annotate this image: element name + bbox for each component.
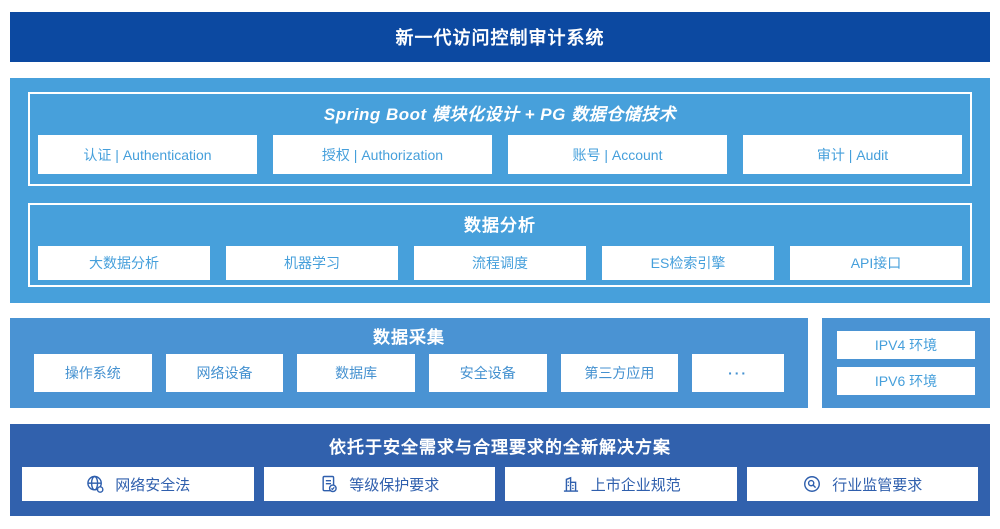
module-box-workflow-scheduling: 流程调度	[414, 246, 586, 280]
solution-box-industry-regulation: 行业监管要求	[746, 467, 978, 501]
module-box-security-device: 安全设备	[428, 354, 547, 392]
module-box-operating-system: 操作系统	[34, 354, 152, 392]
solution-box-classified-protection: 等级保护要求	[263, 467, 495, 501]
module-box-machine-learning: 机器学习	[226, 246, 398, 280]
solution-title: 依托于安全需求与合理要求的全新解决方案	[329, 438, 671, 457]
document-check-icon	[319, 474, 339, 494]
module-box-authentication: 认证 | Authentication	[38, 135, 257, 174]
system-title: 新一代访问控制审计系统	[395, 28, 605, 48]
data-analysis-section-title: 数据分析	[464, 216, 536, 235]
solution-label: 网络安全法	[115, 476, 191, 494]
spring-boot-module-row: 认证 | Authentication 授权 | Authorization 账…	[38, 135, 962, 174]
data-collection-panel: 数据采集 操作系统 网络设备 数据库 安全设备 第三方应用 ···	[10, 318, 808, 408]
solution-box-cybersecurity-law: 网络安全法	[22, 467, 254, 501]
module-box-account: 账号 | Account	[508, 135, 727, 174]
solution-label: 行业监管要求	[832, 476, 923, 494]
spring-boot-section-title: Spring Boot 模块化设计 + PG 数据仓储技术	[323, 105, 677, 124]
system-title-banner: 新一代访问控制审计系统	[10, 12, 990, 62]
module-box-big-data-analysis: 大数据分析	[38, 246, 210, 280]
ip-environment-panel: IPV4 环境 IPV6 环境	[822, 318, 990, 408]
data-collection-title: 数据采集	[373, 328, 445, 347]
spring-boot-section: Spring Boot 模块化设计 + PG 数据仓储技术 认证 | Authe…	[28, 92, 972, 186]
module-box-audit: 审计 | Audit	[743, 135, 962, 174]
module-box-authorization: 授权 | Authorization	[273, 135, 492, 174]
data-analysis-section: 数据分析 大数据分析 机器学习 流程调度 ES检索引擎 API接口	[28, 203, 972, 287]
module-box-api-interface: API接口	[790, 246, 962, 280]
module-box-es-search-engine: ES检索引擎	[602, 246, 774, 280]
module-box-database: 数据库	[297, 354, 415, 392]
solution-box-listed-company: 上市企业规范	[505, 467, 737, 501]
seal-search-icon	[802, 474, 822, 494]
module-box-third-party-app: 第三方应用	[560, 354, 679, 392]
solution-label: 上市企业规范	[590, 476, 681, 494]
globe-network-icon	[85, 474, 105, 494]
ipv6-environment-box: IPV6 环境	[837, 367, 975, 395]
module-box-ellipsis: ···	[692, 354, 784, 392]
data-analysis-module-row: 大数据分析 机器学习 流程调度 ES检索引擎 API接口	[38, 246, 962, 280]
module-box-network-device: 网络设备	[165, 354, 284, 392]
architecture-panel: Spring Boot 模块化设计 + PG 数据仓储技术 认证 | Authe…	[10, 78, 990, 303]
building-icon	[561, 474, 581, 494]
ipv4-environment-box: IPV4 环境	[837, 331, 975, 359]
solution-item-row: 网络安全法 等级保护要求 上	[22, 467, 978, 501]
data-collection-module-row: 操作系统 网络设备 数据库 安全设备 第三方应用 ···	[34, 354, 784, 392]
solution-label: 等级保护要求	[349, 476, 440, 494]
solution-panel: 依托于安全需求与合理要求的全新解决方案 网络安全法	[10, 424, 990, 516]
